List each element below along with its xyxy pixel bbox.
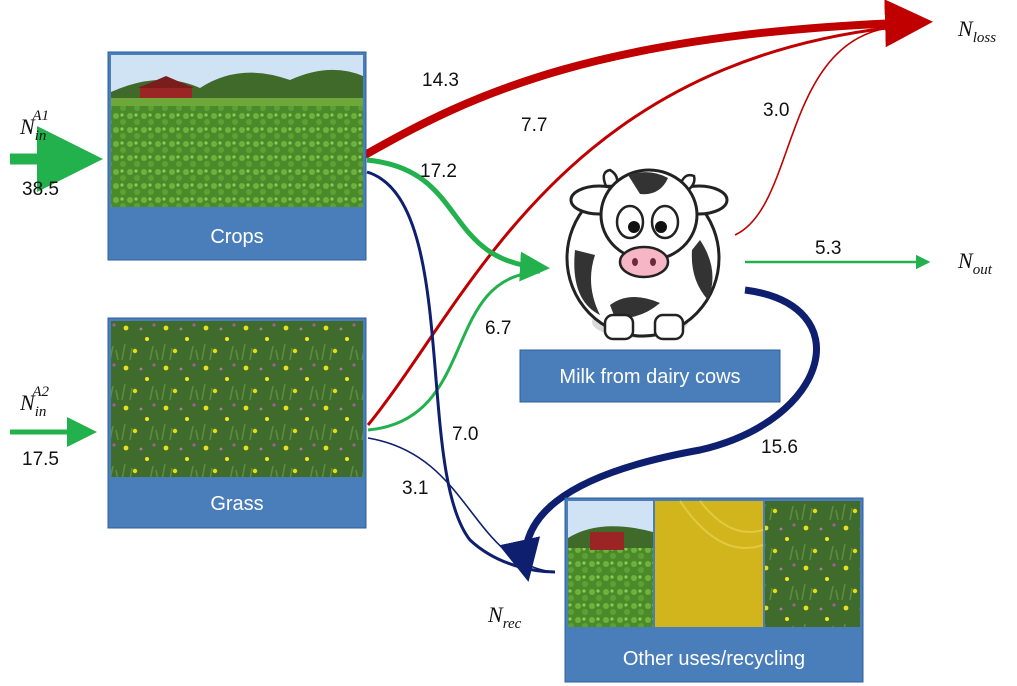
grass-label: Grass xyxy=(210,493,263,515)
value-crops-milk: 17.2 xyxy=(420,161,457,182)
milk-label: Milk from dairy cows xyxy=(559,366,740,388)
flow-labels: 14.3 7.7 3.0 17.2 6.7 5.3 7.0 3.1 15.6 3… xyxy=(22,70,841,499)
flow-cows-to-rec xyxy=(499,286,820,582)
flow-grass-to-loss xyxy=(366,24,906,426)
value-grass-loss: 7.7 xyxy=(521,115,547,136)
value-cows-loss: 3.0 xyxy=(763,100,789,121)
flow-grass-to-milk xyxy=(367,270,541,432)
symbol-n-loss: Nloss xyxy=(957,16,996,46)
symbol-n-rec: Nrec xyxy=(487,602,522,632)
other-photo-grass xyxy=(765,501,860,627)
milk-node: Milk from dairy cows xyxy=(519,168,781,403)
value-crops-rec: 7.0 xyxy=(452,424,478,445)
symbol-n-in-a2: NinA2 xyxy=(19,384,50,420)
crops-photo xyxy=(111,55,363,207)
grass-photo xyxy=(111,321,363,477)
cow-icon xyxy=(565,168,729,341)
svg-text:NinA2: NinA2 xyxy=(19,384,50,420)
value-cows-rec: 15.6 xyxy=(761,437,798,458)
value-grass-milk: 6.7 xyxy=(485,318,511,339)
crops-label: Crops xyxy=(210,226,263,248)
other-node: Other uses/recycling xyxy=(564,497,864,683)
flow-crops-to-loss xyxy=(363,0,933,159)
svg-text:NinA1: NinA1 xyxy=(19,108,49,144)
flow-crops-to-milk xyxy=(366,157,550,282)
svg-text:Nrec: Nrec xyxy=(487,602,522,632)
value-crops-loss: 14.3 xyxy=(422,70,459,91)
symbol-n-out: Nout xyxy=(957,248,993,278)
other-label: Other uses/recycling xyxy=(623,648,805,670)
flows xyxy=(10,0,933,582)
symbol-n-in-a1: NinA1 xyxy=(19,108,49,144)
other-photo-crops xyxy=(568,501,653,627)
svg-text:Nout: Nout xyxy=(957,248,993,278)
svg-text:Nloss: Nloss xyxy=(957,16,996,46)
grass-node: Grass xyxy=(107,317,367,529)
crops-node: Crops xyxy=(107,51,367,261)
value-input-a2: 17.5 xyxy=(22,449,59,470)
value-grass-rec: 3.1 xyxy=(402,478,428,499)
other-photo-rapeseed xyxy=(655,501,763,627)
value-input-a1: 38.5 xyxy=(22,179,59,200)
value-milk-out: 5.3 xyxy=(815,238,841,259)
flow-cows-to-loss xyxy=(734,25,906,236)
